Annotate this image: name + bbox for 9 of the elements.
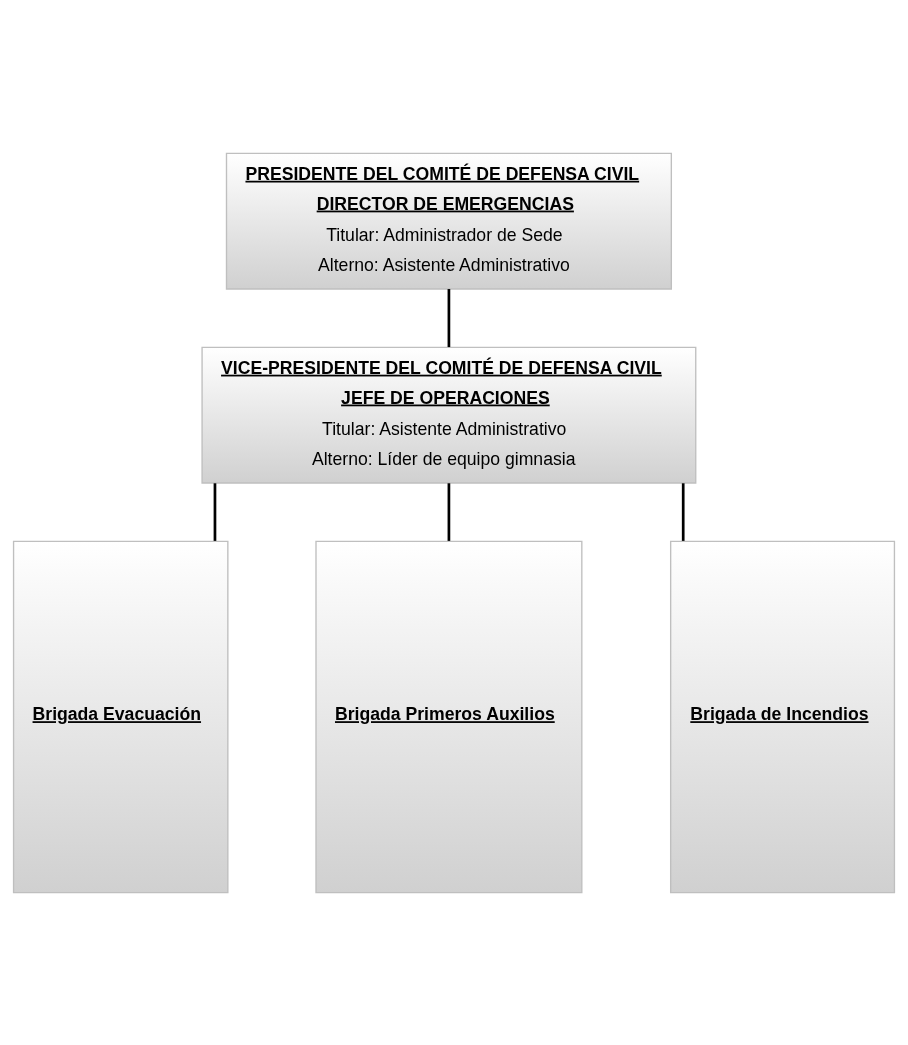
node-box: Brigada Primeros Auxilios	[315, 540, 583, 893]
connector	[681, 482, 685, 541]
connector	[447, 482, 451, 541]
node-box: Brigada Evacuación	[12, 540, 229, 893]
connector	[447, 288, 451, 347]
connector	[213, 482, 217, 541]
node-box: Brigada de Incendios	[670, 540, 896, 893]
node-box: PRESIDENTE DEL COMITÉ DE DEFENSA CIVIL DIRECTOR DE EMERGENCIAS Titular: Administrador de Sede Alterno: Asistente Administrativo	[225, 152, 672, 290]
node-box: VICE-PRESIDENTE DEL COMITÉ DE DEFENSA CIVIL JEFE DE OPERACIONES Titular: Asistente Administrativo Alterno: Líder de equipo gimnasia	[201, 346, 697, 484]
